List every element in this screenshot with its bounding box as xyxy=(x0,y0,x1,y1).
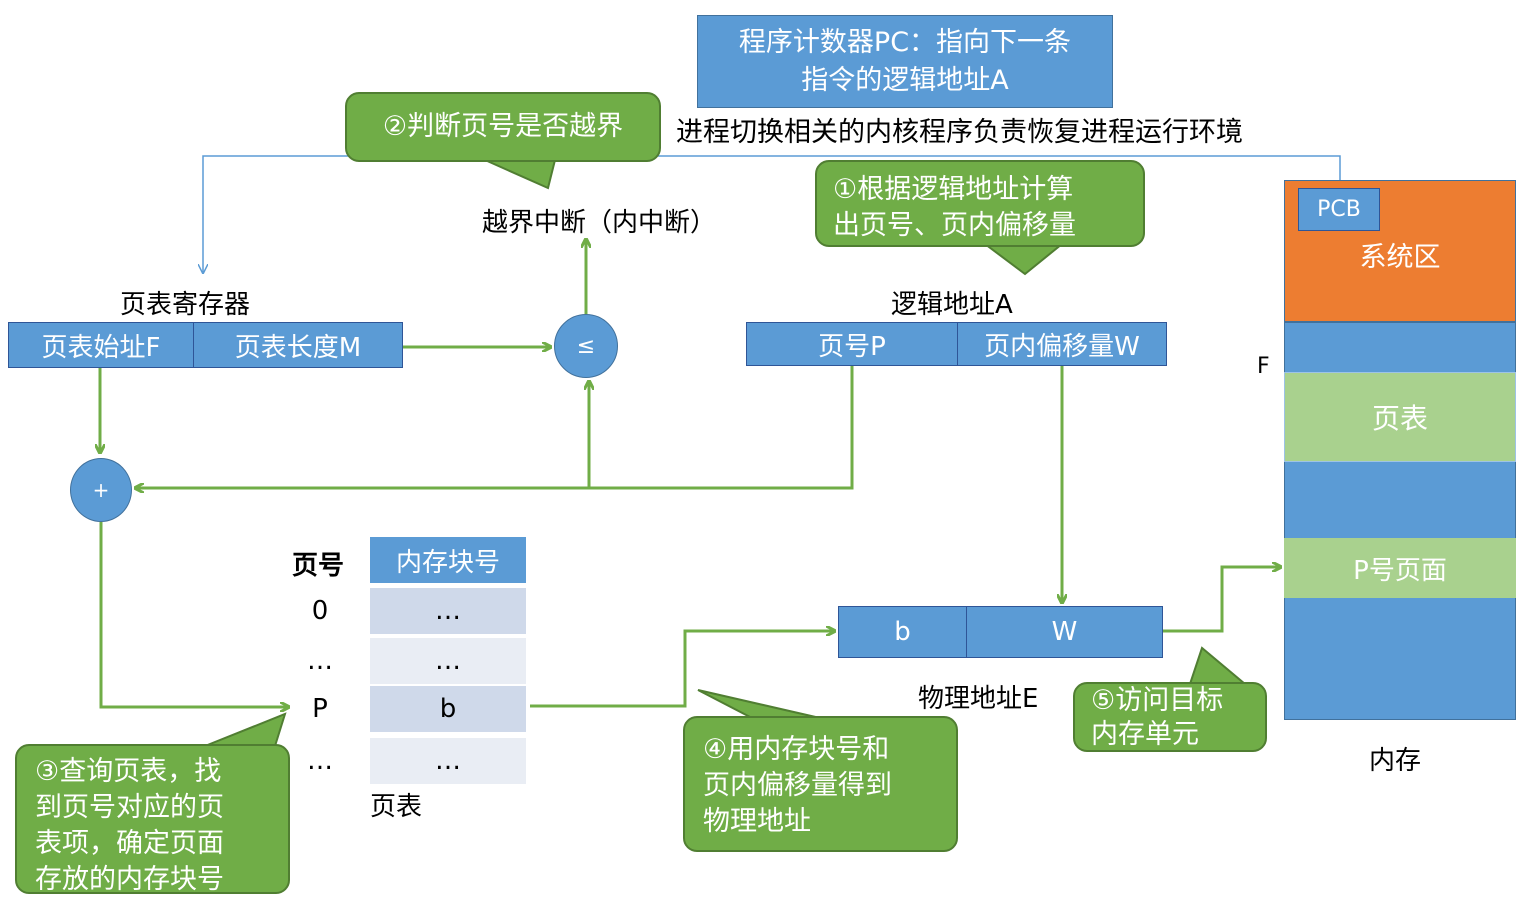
logical-page-field: 页号P xyxy=(746,322,958,366)
step2-bubble-text: ②判断页号是否越界 xyxy=(382,111,624,142)
page-table-caption: 页表 xyxy=(370,792,423,822)
page-table-row-2-block: b xyxy=(370,686,526,732)
adder-to-pagetable-arrow xyxy=(99,522,288,707)
physical-offset-field: W xyxy=(966,606,1163,658)
page-table-row-2-page: P xyxy=(312,694,328,724)
step4-bubble-text: ④用内存块号和 页内偏移量得到 物理地址 xyxy=(703,734,892,837)
step1-bubble-text: ①根据逻辑地址计算 出页号、页内偏移量 xyxy=(833,174,1076,241)
logical-offset-field: 页内偏移量W xyxy=(957,322,1167,366)
pc-line-2: 指令的逻辑地址A xyxy=(801,64,1009,96)
page-table-row-3-block: … xyxy=(370,738,526,784)
page-table-length-field: 页表长度M xyxy=(193,322,403,368)
program-counter-box: 程序计数器PC：指向下一条 指令的逻辑地址A xyxy=(697,15,1113,108)
memory-page-table-label: 页表 xyxy=(1371,402,1428,435)
step5-bubble: ⑤访问目标 内存单元 xyxy=(1073,682,1267,752)
step3-bubble: ③查询页表，找 到页号对应的页 表项，确定页面 存放的内存块号 xyxy=(15,744,290,895)
overflow-interrupt-label: 越界中断（内中断） xyxy=(482,208,717,238)
step5-bubble-tail xyxy=(1188,646,1248,685)
page-table-row-0-block: … xyxy=(370,588,526,634)
page-table-header-page: 页号 xyxy=(292,551,345,581)
step5-bubble-text: ⑤访问目标 内存单元 xyxy=(1091,685,1224,750)
physical-block-field: b xyxy=(838,606,967,658)
step3-bubble-text: ③查询页表，找 到页号对应的页 表项，确定页面 存放的内存块号 xyxy=(35,756,224,895)
context-switch-note: 进程切换相关的内核程序负责恢复进程运行环境 xyxy=(676,117,1243,148)
step4-bubble-tail xyxy=(697,689,821,719)
memory-page-table-area: 页表 xyxy=(1284,372,1516,462)
step2-bubble: ②判断页号是否越界 xyxy=(345,92,661,162)
comparator-symbol: ≤ xyxy=(576,333,596,359)
adder-circle: + xyxy=(70,458,132,522)
pcb-to-register-line xyxy=(203,155,1341,272)
logical-address-title: 逻辑地址A xyxy=(891,290,1013,320)
block-to-physical-arrow xyxy=(530,631,834,708)
pc-line-1: 程序计数器PC：指向下一条 xyxy=(738,26,1072,58)
page-table-row-3-page: … xyxy=(307,746,333,776)
page-table-header-block: 内存块号 xyxy=(370,537,526,583)
step3-bubble-tail xyxy=(204,712,287,747)
page-to-adder-arrow xyxy=(136,366,854,488)
memory-page-p-area: P号页面 xyxy=(1284,538,1516,598)
step2-bubble-tail xyxy=(484,159,557,190)
page-table-row-0-page: 0 xyxy=(311,596,329,626)
system-area-label: 系统区 xyxy=(1359,241,1441,273)
page-table-row-1-block: … xyxy=(370,638,526,684)
comparator-circle: ≤ xyxy=(554,314,618,378)
page-table-register-title: 页表寄存器 xyxy=(120,290,251,320)
step4-bubble: ④用内存块号和 页内偏移量得到 物理地址 xyxy=(683,716,958,852)
page-table-start-field: 页表始址F xyxy=(8,322,194,368)
memory-page-p-label: P号页面 xyxy=(1353,555,1447,586)
page-table-row-1-page: … xyxy=(307,646,333,676)
memory-caption: 内存 xyxy=(1369,746,1422,776)
memory-f-marker: F xyxy=(1257,354,1270,379)
step1-bubble-tail xyxy=(982,243,1065,276)
memory-pcb-box: PCB xyxy=(1298,188,1380,231)
physical-to-memory-arrow xyxy=(1163,567,1280,633)
adder-symbol: + xyxy=(92,478,110,502)
physical-address-title: 物理地址E xyxy=(918,684,1039,714)
step1-bubble: ①根据逻辑地址计算 出页号、页内偏移量 xyxy=(815,160,1145,247)
